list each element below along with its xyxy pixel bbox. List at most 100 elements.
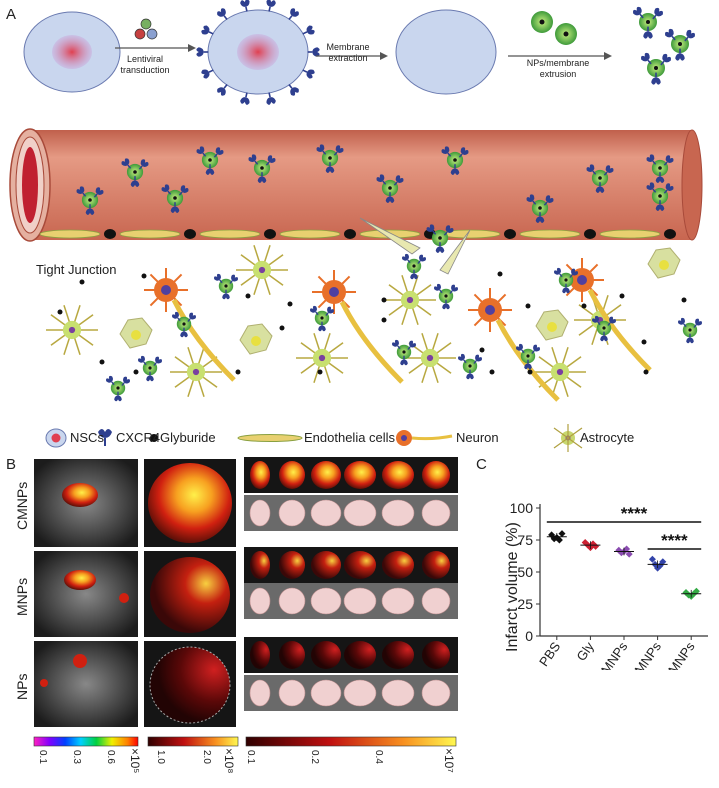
data-point: [692, 587, 700, 595]
cxcr4-receptor: [93, 187, 104, 198]
stained-slice: [249, 587, 271, 615]
brain-image-cmnps: [144, 459, 236, 547]
cb2-tick-0: 1.0: [155, 750, 166, 764]
glyburide-dot: [381, 297, 387, 303]
coated-nanoparticle: [76, 186, 104, 215]
cb3-tick-2: 0.4: [373, 750, 384, 764]
brain-image-mnps: [144, 551, 236, 637]
glyburide-dot: [489, 369, 495, 375]
tight-junction: [184, 229, 196, 239]
step-membrane-label: Membrane extraction: [326, 42, 370, 63]
fluorescent-slice: [344, 641, 376, 669]
infarct-chart: 0255075100PBSGlyCMNPsGly-MNPsGly-CMNPs**…: [510, 500, 708, 670]
cxcr4-receptor: [76, 186, 87, 197]
neuron: [468, 288, 560, 402]
cxcr4-receptor: [675, 48, 685, 61]
coated-nanoparticle: [646, 154, 674, 183]
glyburide-dot: [57, 309, 63, 315]
glyburide-dot: [245, 293, 251, 299]
data-point: [625, 550, 633, 558]
cxcr4-receptor: [410, 269, 418, 280]
glyburide-dot: [287, 301, 293, 307]
vessel-nanoparticles: [76, 144, 674, 253]
cxcr4-receptor: [266, 0, 276, 12]
glyburide-dot: [527, 369, 533, 375]
glyburide-dot: [479, 347, 485, 353]
cxcr4-receptor: [402, 253, 411, 264]
cxcr4-receptor: [603, 165, 614, 176]
cxcr4-receptor: [407, 340, 416, 350]
colorbar-hot-1: [147, 736, 239, 747]
cxcr4-receptor: [257, 172, 267, 183]
fluorescent-slice: [344, 461, 376, 489]
y-tick-label: 100: [510, 500, 534, 516]
astrocyte: [236, 245, 288, 295]
data-point: [555, 536, 563, 544]
glyburide-dot: [133, 369, 139, 375]
glyburide-dot: [235, 369, 241, 375]
cxcr4-receptor: [240, 0, 250, 12]
cxcr4-receptor: [178, 185, 189, 196]
stained-slice: [278, 499, 306, 527]
significance-label: ****: [621, 504, 648, 523]
cxcr4-receptor: [302, 69, 315, 79]
cxcr4-receptor: [318, 321, 326, 332]
cxcr4-receptor: [265, 155, 276, 166]
cxcr4-receptor: [655, 172, 665, 183]
astrocyte: [384, 275, 436, 325]
cxcr4-receptor: [434, 283, 443, 294]
cxcr4-receptor: [201, 25, 214, 35]
endothelia-legend-icon: [237, 434, 303, 442]
neuron-legend-icon: [396, 430, 453, 446]
panel-c-label: C: [476, 456, 487, 473]
cxcr4-receptor: [586, 164, 597, 175]
coated-nanoparticle: [248, 154, 276, 183]
cxcr4-receptor: [333, 145, 344, 156]
cxcr4-receptor: [217, 84, 228, 96]
endothelial-cell: [119, 229, 181, 239]
cxcr4-receptor: [600, 331, 608, 342]
cxcr4-receptor: [310, 305, 319, 316]
cxcr4-receptor: [524, 359, 532, 370]
cxcr4-receptor: [146, 371, 154, 382]
cxcr4-receptor: [213, 147, 224, 158]
astrocyte-glia: [535, 309, 569, 341]
cxcr4-receptor: [385, 192, 395, 203]
cxcr4-receptor: [633, 6, 644, 19]
cxcr4-receptor: [205, 164, 215, 175]
tight-junction: [264, 229, 276, 239]
neuron: [312, 270, 404, 384]
endothelial-cell: [519, 229, 581, 239]
cxcr4-receptor: [106, 375, 115, 386]
cxcr4-receptor: [426, 224, 437, 235]
endothelium-layer: [39, 229, 676, 239]
panel-b-label: B: [6, 456, 17, 473]
legend-astrocyte: Astrocyte: [580, 430, 635, 445]
nanoparticles: [531, 11, 577, 45]
cxcr4-receptor: [161, 184, 172, 195]
cxcr4-receptor: [121, 376, 130, 386]
coated-nanoparticle: [316, 144, 344, 173]
nscs-legend-icon: [45, 428, 67, 448]
coated-nanoparticle: [106, 375, 130, 402]
legend-neuron: Neuron: [456, 430, 499, 445]
coated-nanoparticle: [138, 355, 162, 382]
fluorescent-slice: [250, 551, 270, 579]
fluorescent-slice: [311, 461, 341, 489]
tight-junction: [504, 229, 516, 239]
coated-nanoparticle: [554, 267, 578, 294]
fluorescent-slice: [311, 641, 341, 669]
cxcr4-receptor: [376, 174, 387, 185]
neuron: [144, 268, 236, 382]
cxcr4-receptor: [655, 200, 665, 211]
cxcr4-receptor: [214, 273, 223, 284]
cb3-tick-1: 0.2: [309, 750, 320, 764]
x-tick-label: CMNPs: [592, 639, 630, 670]
data-point: [623, 545, 631, 553]
tight-junction: [664, 229, 676, 239]
stained-slice: [421, 499, 451, 527]
cxcr4-receptor: [172, 311, 181, 322]
cxcr4-receptor: [153, 356, 162, 366]
cxcr4-receptor: [302, 25, 315, 35]
mouse-image-mnps: [34, 551, 138, 637]
